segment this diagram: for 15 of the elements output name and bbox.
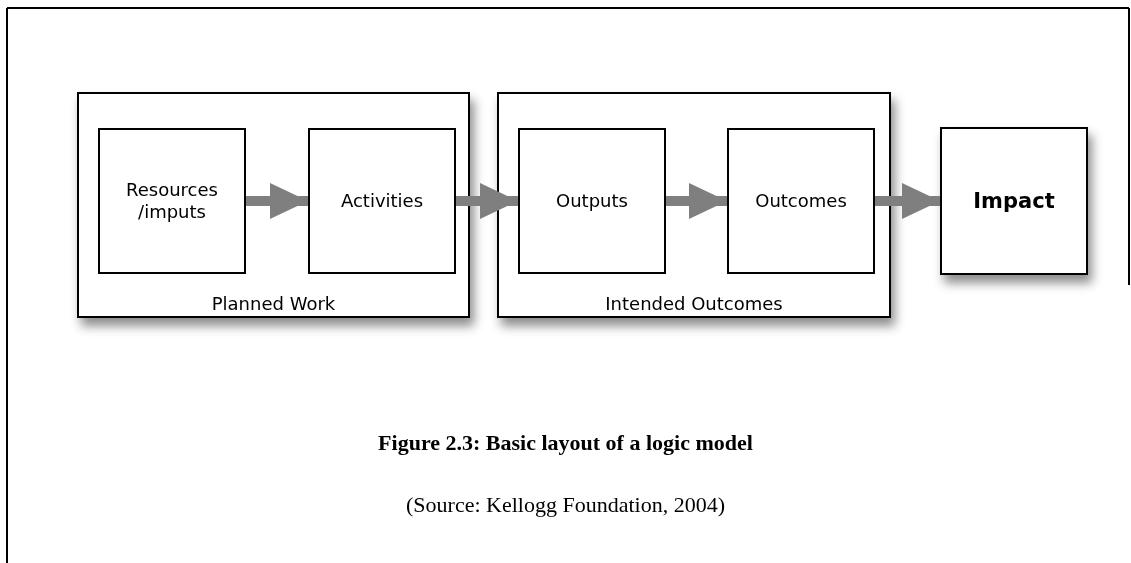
source-note: (Source: Kellogg Foundation, 2004) <box>406 492 725 518</box>
arrow <box>875 183 940 219</box>
process-box: Outcomes <box>727 128 875 274</box>
arrow <box>456 183 518 219</box>
process-box: Outputs <box>518 128 666 274</box>
arrow <box>246 183 308 219</box>
group-label: Intended Outcomes <box>605 293 783 314</box>
process-box: Impact <box>940 127 1088 275</box>
group-label: Planned Work <box>211 293 336 314</box>
process-box: Resources /imputs <box>98 128 246 274</box>
figure-caption: Figure 2.3: Basic layout of a logic model <box>378 430 753 456</box>
group-box <box>77 92 470 318</box>
group-box <box>497 92 891 318</box>
arrow <box>666 183 727 219</box>
process-box: Activities <box>308 128 456 274</box>
